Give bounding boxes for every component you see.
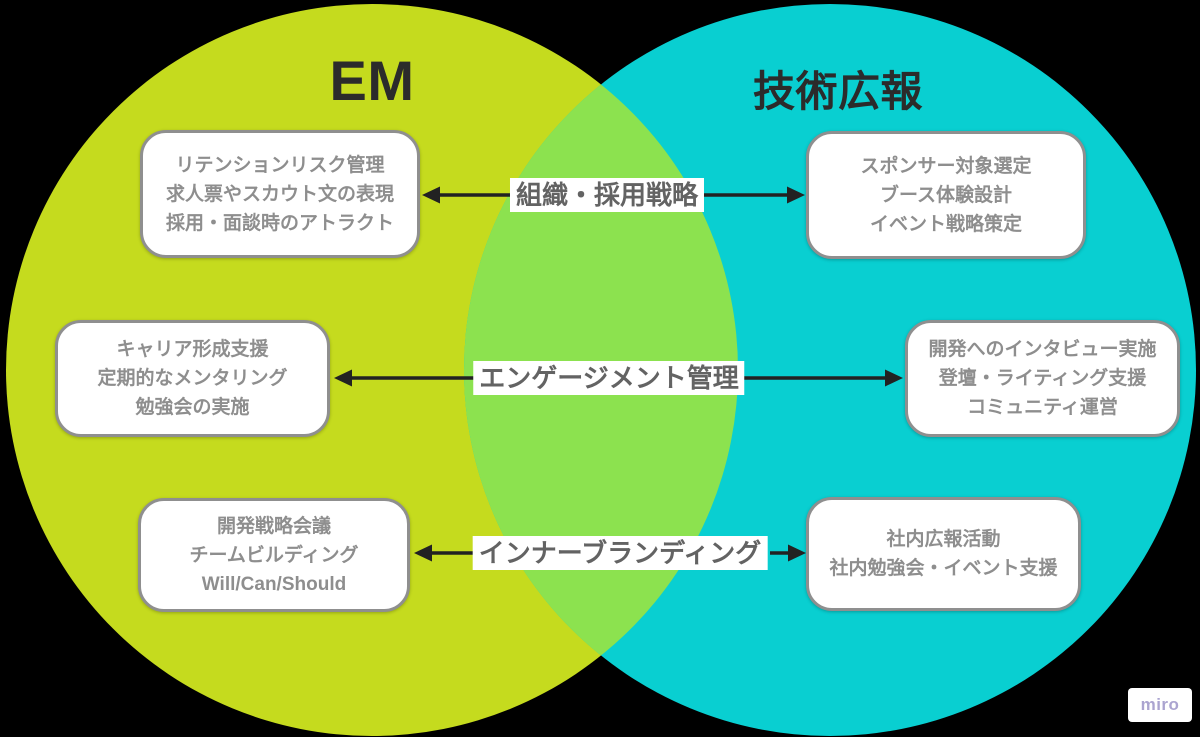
arrow-row2-left — [334, 369, 474, 387]
arrow-row3-left — [414, 544, 473, 562]
box-em-teambuilding: 開発戦略会議 チームビルディング Will/Can/Should — [138, 498, 410, 612]
arrow-row1-left — [422, 186, 512, 204]
box-line: 採用・面談時のアトラクト — [165, 212, 394, 234]
miro-watermark: miro — [1128, 688, 1192, 722]
box-line: チームビルディング — [189, 544, 359, 566]
box-line: 開発へのインタビュー実施 — [928, 339, 1157, 360]
box-pr-community: 開発へのインタビュー実施 登壇・ライティング支援 コミュニティ運営 — [905, 320, 1180, 437]
arrow-row2-right — [744, 369, 903, 387]
box-line: イベント戦略策定 — [869, 213, 1022, 235]
box-line: スポンサー対象選定 — [860, 155, 1032, 177]
box-line: 求人票やスカウト文の表現 — [165, 183, 394, 205]
box-em-career: キャリア形成支援 定期的なメンタリング 勉強会の実施 — [55, 320, 330, 437]
box-line: Will/Can/Should — [201, 573, 347, 595]
box-line: リテンションリスク管理 — [175, 154, 385, 176]
label-inner-branding: インナーブランディング — [472, 536, 768, 570]
label-org-recruiting-strategy: 組織・採用戦略 — [509, 178, 705, 212]
box-line: コミュニティ運営 — [967, 397, 1118, 418]
box-line: キャリア形成支援 — [116, 339, 269, 360]
box-pr-events: スポンサー対象選定 ブース体験設計 イベント戦略策定 — [806, 131, 1086, 259]
box-line: 社内広報活動 — [886, 529, 1001, 550]
box-line: 開発戦略会議 — [216, 515, 331, 537]
box-line: 勉強会の実施 — [135, 397, 250, 418]
title-em: EM — [329, 49, 415, 112]
box-pr-internal: 社内広報活動 社内勉強会・イベント支援 — [806, 497, 1081, 611]
box-line: 登壇・ライティング支援 — [938, 368, 1147, 389]
label-engagement-management: エンゲージメント管理 — [473, 361, 745, 395]
box-line: ブース体験設計 — [879, 184, 1013, 206]
box-em-recruiting: リテンションリスク管理 求人票やスカウト文の表現 採用・面談時のアトラクト — [140, 130, 420, 258]
arrow-row1-right — [702, 186, 805, 204]
arrow-row3-right — [770, 544, 806, 562]
box-line: 定期的なメンタリング — [97, 368, 288, 389]
title-tech-pr: 技術広報 — [752, 68, 924, 115]
box-line: 社内勉強会・イベント支援 — [829, 558, 1058, 579]
